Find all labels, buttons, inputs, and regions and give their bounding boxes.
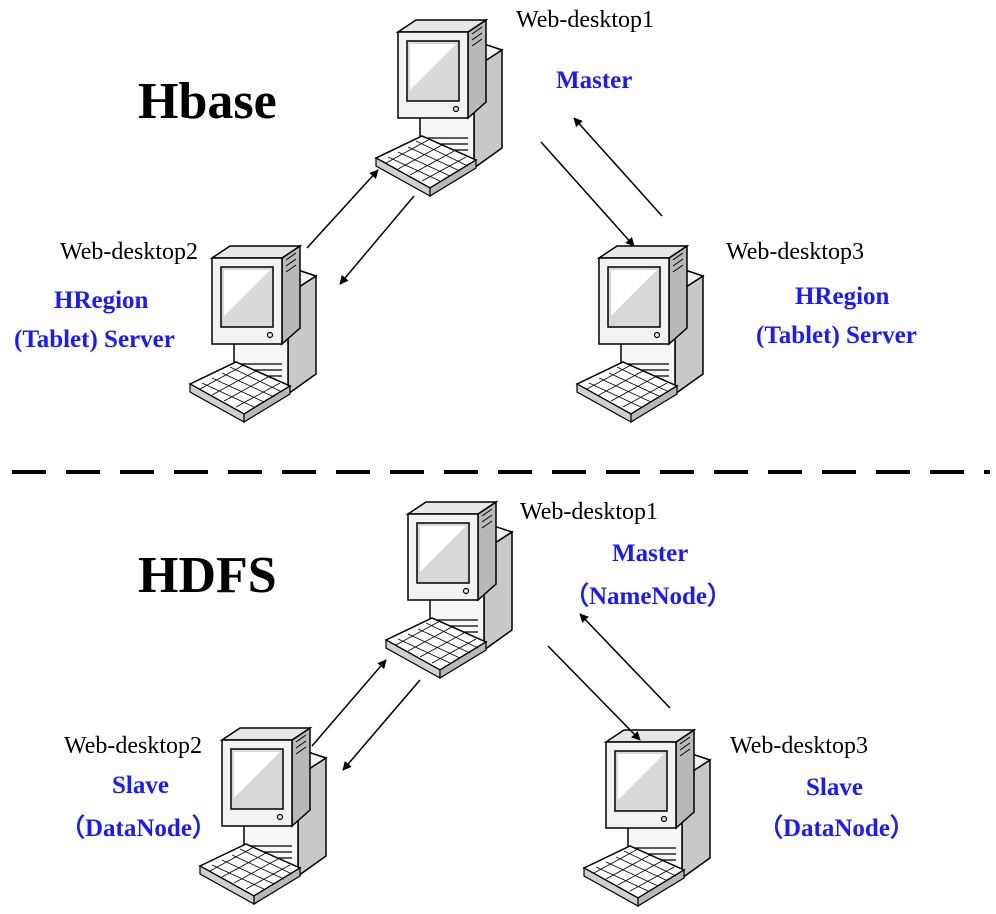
hdfs-node2-hostname: Web-desktop2 [64, 733, 203, 759]
hdfs-node2-role-line2: （DataNode） [60, 815, 217, 842]
hbase-node2-role-line1: HRegion [54, 287, 149, 314]
hdfs-section-title: HDFS [138, 547, 277, 604]
hbase-node3-role-line2: (Tablet) Server [756, 322, 917, 349]
hbase-node2-role-line2: (Tablet) Server [14, 326, 175, 353]
hbase-node2-hostname: Web-desktop2 [60, 239, 199, 265]
hdfs-node3-role-line2: （DataNode） [758, 815, 915, 842]
hdfs-node3-hostname: Web-desktop3 [730, 733, 869, 759]
hdfs-master-role-line2: （NameNode） [564, 583, 733, 610]
hbase-node3-hostname: Web-desktop3 [726, 239, 865, 265]
hdfs-node3-computer-icon [583, 729, 711, 907]
hdfs-master-role-line1: Master [612, 540, 689, 567]
arrow-hdfs-master-to-node2 [342, 679, 421, 771]
arrow-hdfs-node3-to-master [579, 613, 671, 709]
hbase-node2-computer-icon [189, 245, 317, 423]
arrow-hbase-node3-to-master [573, 117, 663, 217]
hbase-master-hostname: Web-desktop1 [516, 7, 655, 33]
hdfs-node2-role-line1: Slave [112, 772, 169, 799]
arrow-hbase-master-to-node2 [339, 195, 415, 285]
hdfs-master-hostname: Web-desktop1 [520, 499, 659, 525]
hdfs-node2-computer-icon [199, 727, 327, 905]
hbase-node3-computer-icon [576, 245, 704, 423]
arrow-hdfs-node2-to-master [311, 659, 387, 747]
hbase-node3-role-line1: HRegion [795, 283, 890, 310]
hdfs-master-computer-icon [385, 501, 513, 679]
hbase-master-role: Master [556, 67, 633, 94]
arrow-hbase-master-to-node3 [540, 141, 635, 247]
hbase-master-computer-icon [375, 19, 503, 197]
arrow-hdfs-master-to-node3 [547, 645, 641, 741]
hdfs-node3-role-line1: Slave [806, 774, 863, 801]
arrow-hbase-node2-to-master [306, 169, 379, 249]
hbase-section-title: Hbase [138, 73, 277, 130]
